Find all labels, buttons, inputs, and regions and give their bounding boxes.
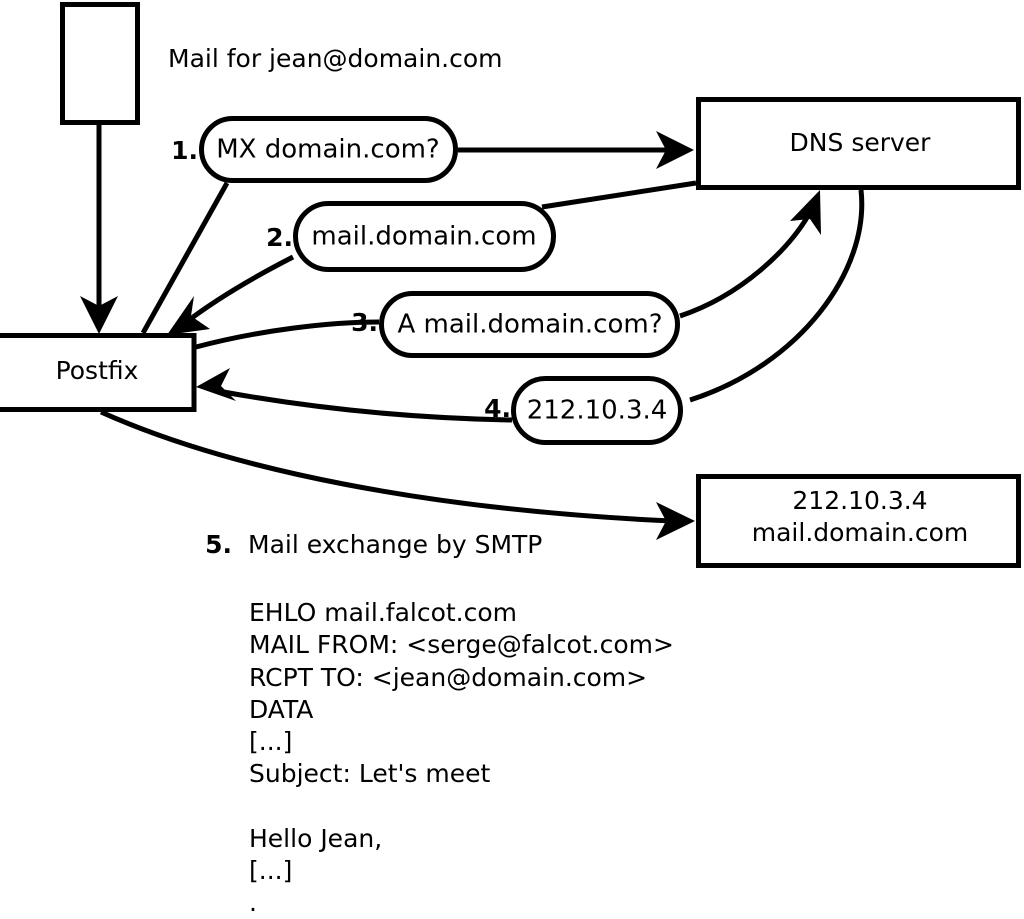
connector-postfix-to-step1 [140, 181, 230, 335]
arrowhead-step3-to-dns [790, 190, 821, 235]
connector-dns-to-step4 [689, 189, 865, 403]
arrowhead-step2-to-postfix [167, 296, 210, 335]
smtp-line-9: . [249, 888, 257, 917]
node-dns-server-box [696, 97, 1021, 190]
node-postfix-label: Postfix [56, 356, 139, 385]
connector-step1-to-dns [458, 131, 694, 169]
node-client-box [60, 2, 140, 125]
node-mailserver-line2: mail.domain.com [752, 518, 968, 547]
connector-postfix-to-mailserver [99, 409, 695, 540]
step-1-bubble-label: MX domain.com? [216, 135, 439, 165]
step-4-number: 4. [484, 394, 511, 423]
connector-step3-to-dns [679, 190, 821, 319]
step-1-number: 1. [171, 136, 198, 165]
caption-mail-for: Mail for jean@domain.com [168, 44, 503, 73]
step-4-bubble-shape [511, 376, 683, 445]
step-2-bubble-label: mail.domain.com [311, 222, 536, 252]
arrowhead-step4-to-postfix [196, 368, 236, 401]
step-3-bubble-shape [379, 291, 680, 358]
connector-client-to-postfix [80, 125, 118, 334]
arrowhead-postfix-to-mailserver [656, 502, 695, 540]
smtp-line-2: RCPT TO: <jean@domain.com> [249, 663, 647, 692]
smtp-line-3: DATA [249, 695, 313, 724]
connector-dns-to-step2 [541, 180, 697, 210]
smtp-line-1: MAIL FROM: <serge@falcot.com> [249, 630, 674, 659]
step-3-number: 3. [351, 308, 378, 337]
step-1-bubble-shape [199, 116, 458, 183]
step-3-bubble-label: A mail.domain.com? [398, 310, 663, 340]
step-4-bubble: 212.10.3.4 [511, 376, 683, 445]
step-3-bubble: A mail.domain.com? [379, 291, 680, 358]
node-postfix-box [0, 333, 197, 412]
smtp-line-8: [...] [249, 856, 292, 885]
step-5-label: Mail exchange by SMTP [248, 530, 542, 559]
step-2-bubble: mail.domain.com [293, 201, 556, 272]
step-2-bubble-shape [293, 201, 556, 272]
node-dns-server-label: DNS server [790, 128, 932, 157]
connector-step2-to-postfix [167, 254, 295, 335]
smtp-line-0: EHLO mail.falcot.com [249, 598, 517, 627]
arrowhead-step1-to-dns [656, 131, 694, 169]
node-mailserver-box [696, 474, 1021, 568]
step-2-number: 2. [266, 223, 293, 252]
connector-postfix-to-step3 [195, 319, 380, 350]
node-mailserver-line1: 212.10.3.4 [792, 486, 927, 515]
smtp-line-5: Subject: Let's meet [249, 759, 490, 788]
arrowhead-client-to-postfix [80, 296, 118, 334]
step-4-bubble-label: 212.10.3.4 [527, 396, 668, 426]
step-5-number: 5. [205, 530, 232, 559]
connector-step4-to-postfix [196, 368, 513, 423]
smtp-line-7: Hello Jean, [249, 824, 382, 853]
step-1-bubble: MX domain.com? [199, 116, 458, 183]
smtp-line-4: [...] [249, 727, 292, 756]
